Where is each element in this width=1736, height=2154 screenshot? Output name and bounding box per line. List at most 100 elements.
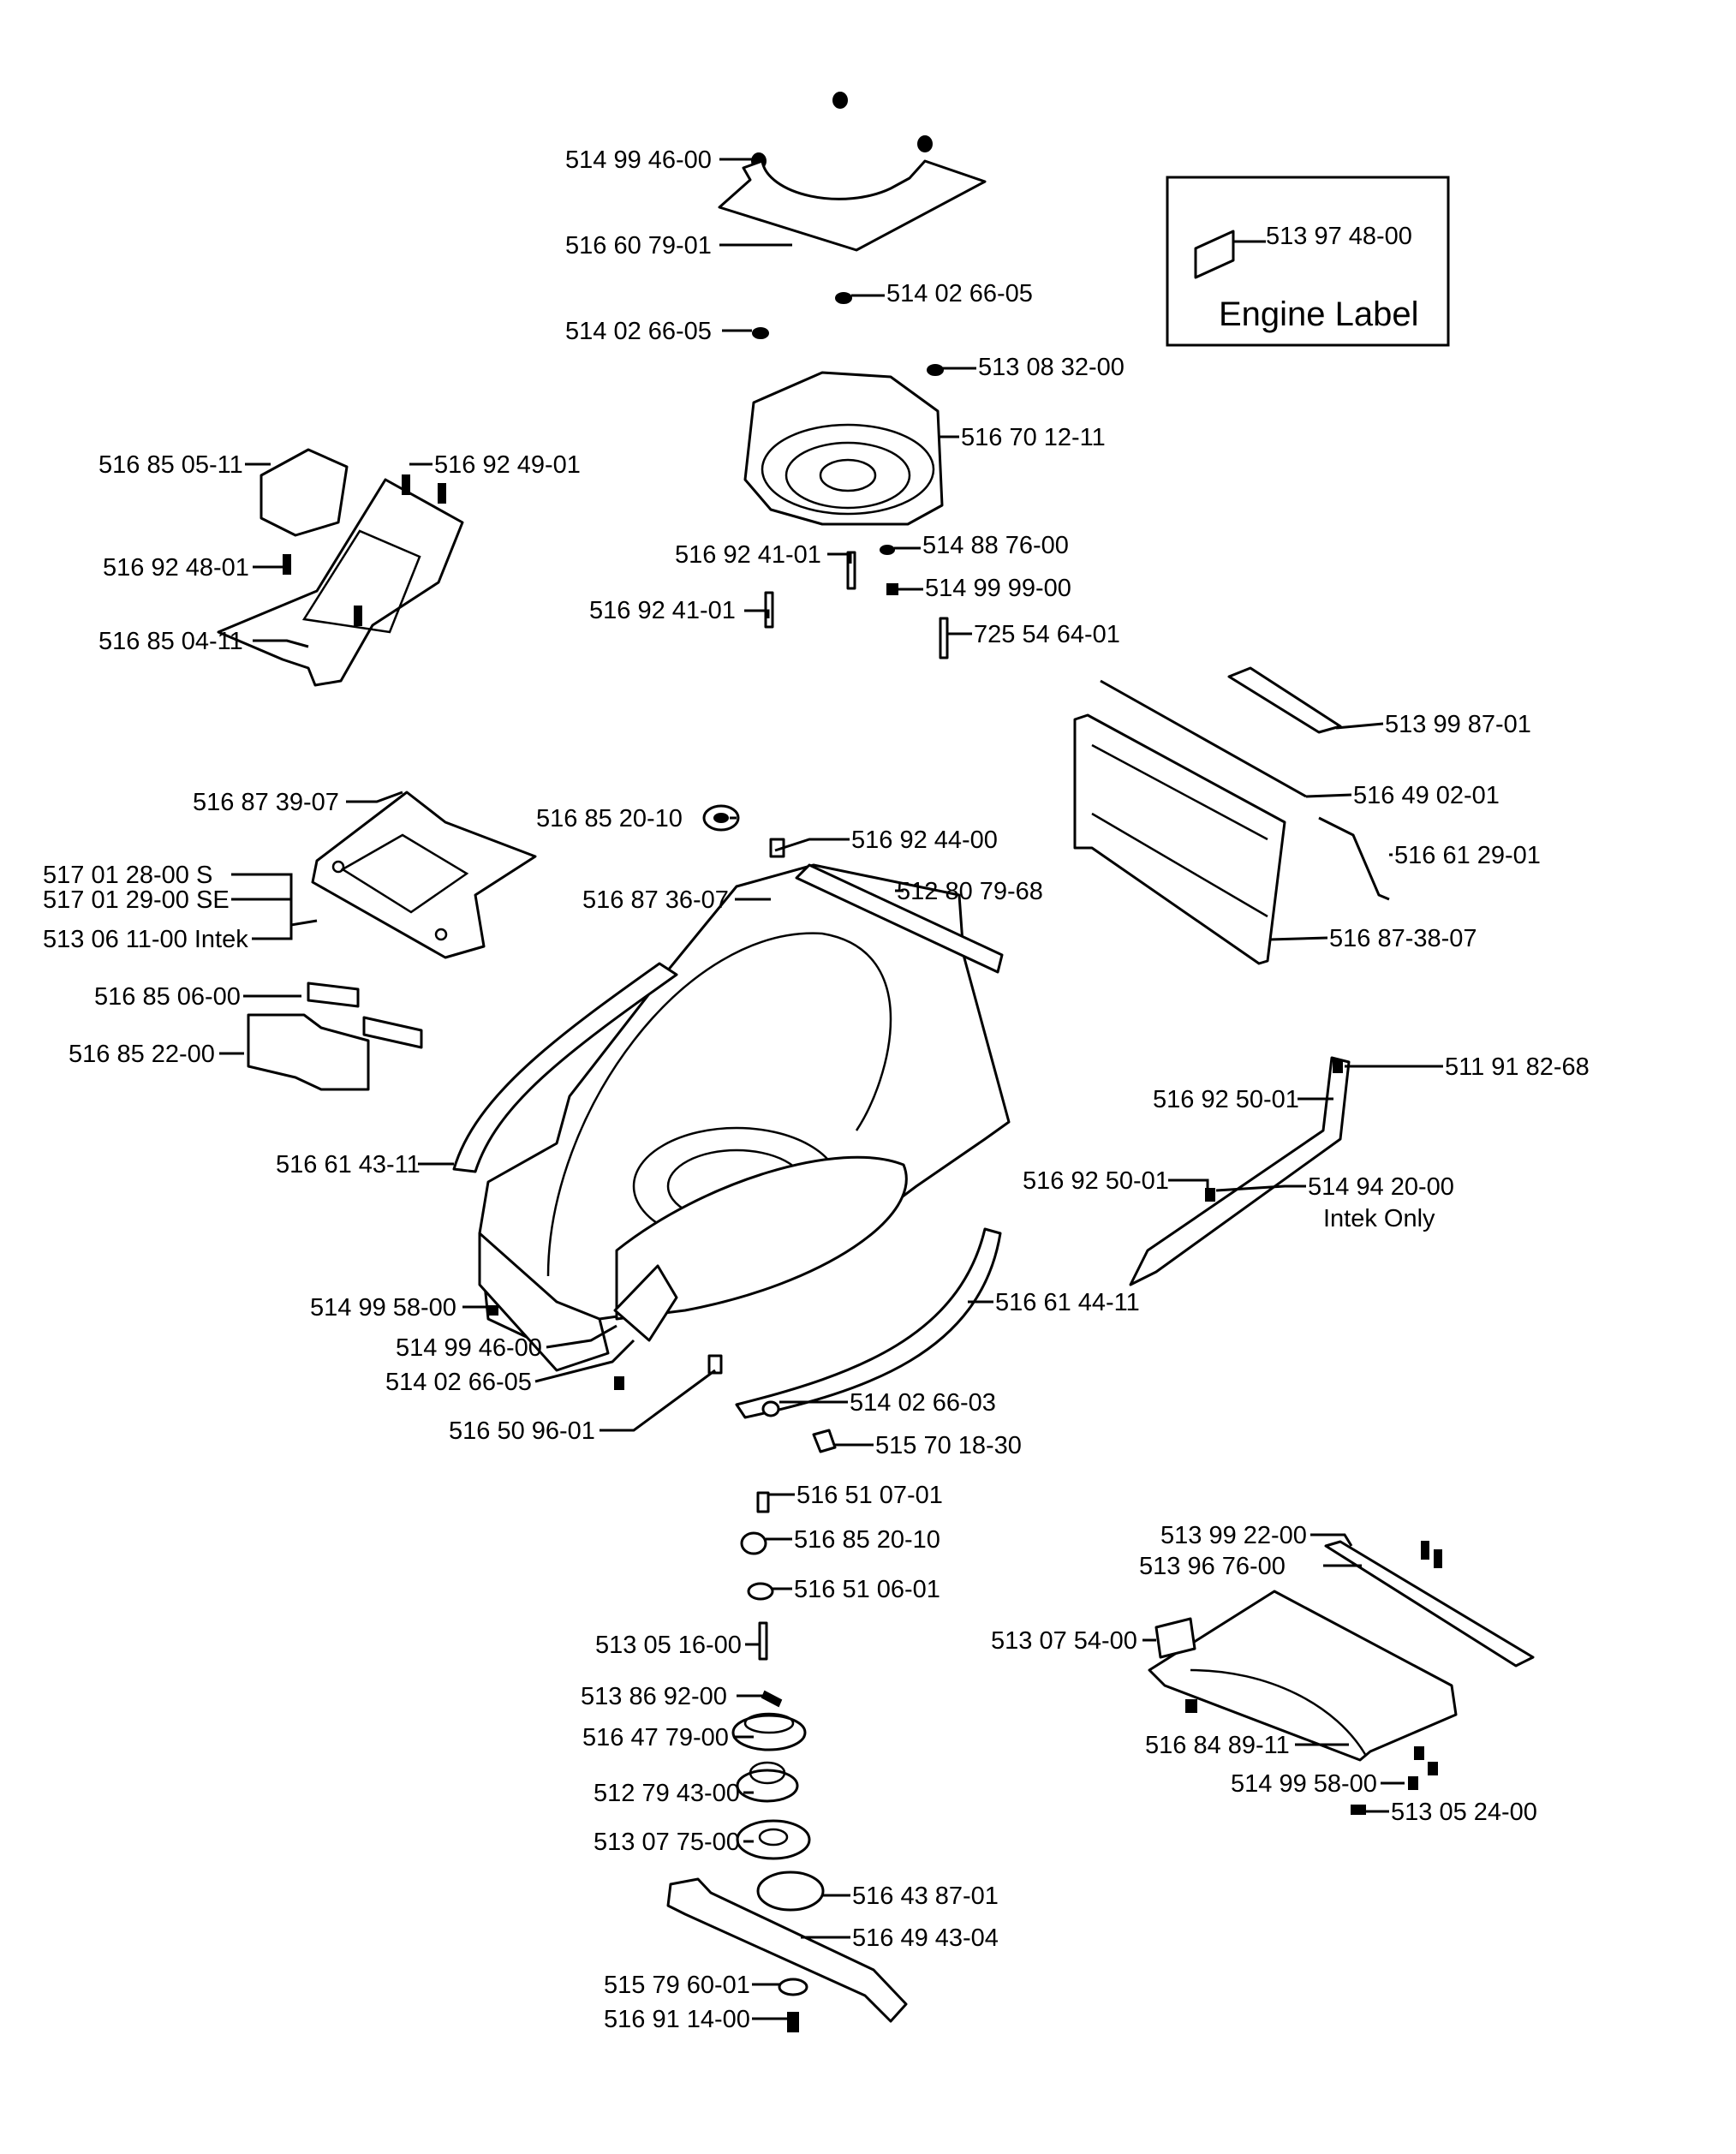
blade-stack (666, 1491, 908, 2032)
screw-icon (846, 551, 856, 590)
part-label: 516 87-38-07 (1329, 925, 1477, 952)
screw-icon (1333, 1059, 1343, 1073)
screw-icon (283, 554, 291, 575)
part-label: 516 61 44-11 (995, 1289, 1140, 1316)
part-label: 516 92 49-01 (434, 451, 581, 479)
bushing-icon (740, 1531, 767, 1555)
part-label: 512 79 43-00 (594, 1780, 740, 1807)
blade-icon (666, 1877, 908, 2023)
part-label: 514 88 76-00 (922, 532, 1069, 559)
front-arm-icon (735, 1227, 1002, 1419)
deck-body-icon (478, 863, 1011, 1355)
washer-icon (752, 327, 769, 339)
part-label: 516 51 06-01 (794, 1576, 940, 1603)
screw-icon (886, 583, 898, 595)
part-label: 516 92 41-01 (589, 597, 736, 624)
side-plate-icon (1148, 1590, 1458, 1762)
washer-icon (761, 1400, 780, 1417)
side-discharge (1148, 1540, 1535, 1815)
part-label: 514 02 66-05 (385, 1369, 532, 1396)
engine-label-box: 513 97 48-00 Engine Label (1166, 176, 1450, 347)
nut-icon (832, 92, 848, 109)
part-label: 516 49 02-01 (1353, 782, 1500, 809)
part-label: 515 79 60-01 (604, 1972, 750, 1999)
pin-icon (756, 1491, 770, 1513)
deck-front-icon (478, 1232, 610, 1372)
deck-bracket-icon (613, 1264, 678, 1342)
screw-icon (1351, 1805, 1366, 1815)
part-label: 514 02 66-05 (886, 280, 1033, 307)
top-plate-assembly (718, 92, 987, 376)
part-label: 514 99 58-00 (310, 1294, 456, 1322)
screw-icon (1205, 1188, 1215, 1202)
part-label: 516 70 12-11 (961, 424, 1106, 451)
part-label: 513 99 87-01 (1385, 711, 1531, 738)
part-label: 516 47 79-00 (582, 1724, 729, 1751)
part-label: 516 92 48-01 (103, 554, 249, 582)
part-label: 516 92 44-00 (851, 826, 998, 854)
mulch-plate-icon (311, 791, 537, 959)
grass-chute (217, 448, 464, 687)
part-label: 514 99 99-00 (925, 575, 1071, 602)
screw-icon (1421, 1541, 1429, 1560)
block-icon (362, 1016, 423, 1049)
engine-label-sticker-icon (1194, 230, 1235, 279)
screw-icon (438, 483, 446, 504)
flap-strip-icon (1227, 666, 1342, 734)
part-label: 516 51 07-01 (796, 1482, 943, 1509)
leader-lines (219, 158, 1443, 2020)
deck-hood-icon (615, 1155, 908, 1321)
screw-icon (488, 1305, 498, 1316)
block-icon (307, 982, 360, 1008)
fan-housing-icon (743, 371, 944, 526)
hub-icon (736, 1769, 799, 1803)
part-label: 514 02 66-05 (565, 318, 712, 345)
part-label: 516 91 14-00 (604, 2006, 750, 2033)
part-label: 516 85 20-10 (536, 805, 683, 832)
pin-icon (707, 1354, 723, 1375)
part-label: 516 92 50-01 (1153, 1086, 1299, 1113)
part-label: 513 05 24-00 (1391, 1799, 1537, 1826)
part-label: 513 07 75-00 (594, 1829, 740, 1856)
part-label: 516 87 36-07 (582, 886, 729, 914)
engine-label-part-number: 513 97 48-00 (1266, 223, 1412, 250)
part-label: Intek Only (1323, 1205, 1435, 1232)
screw-icon (354, 606, 362, 626)
chute-cap-icon (260, 448, 349, 537)
screw-icon (1434, 1549, 1442, 1568)
part-label: 513 99 22-00 (1160, 1522, 1307, 1549)
screw-icon (1185, 1699, 1197, 1713)
part-label: 516 84 89-11 (1145, 1732, 1290, 1759)
chute-plate-icon (217, 478, 464, 687)
fan-housing (743, 371, 949, 659)
nut-icon (917, 135, 933, 152)
mower-deck (478, 804, 1011, 1372)
part-labels: 514 99 46-00 516 60 79-01 514 02 66-05 5… (43, 146, 1590, 2033)
bolt-icon (812, 1429, 837, 1453)
bracket-icon (1154, 1617, 1196, 1659)
part-label: 513 05 16-00 (595, 1632, 742, 1659)
mulch-plug (247, 791, 537, 1091)
part-label: 516 61 43-11 (276, 1151, 421, 1178)
washer-icon (778, 1978, 808, 1996)
deck-rail-icon (795, 863, 1004, 974)
rear-arm-left-icon (452, 962, 678, 1173)
screw-icon (1414, 1746, 1424, 1760)
part-label: 513 86 92-00 (581, 1683, 727, 1710)
part-label: 516 50 96-01 (449, 1417, 595, 1445)
side-rail-icon (1324, 1540, 1535, 1668)
blade-disk-icon (756, 1871, 825, 1912)
part-label: 514 99 46-00 (565, 146, 712, 174)
key-icon (761, 1690, 783, 1708)
part-label: 513 06 11-00 Intek (43, 926, 248, 953)
part-label: 516 61 29-01 (1394, 842, 1541, 869)
part-label: 513 08 32-00 (978, 354, 1125, 381)
part-label: 514 94 20-00 (1308, 1173, 1454, 1201)
part-label: 516 85 22-00 (69, 1041, 215, 1068)
rear-flap (1073, 666, 1390, 965)
screw-icon (939, 617, 949, 659)
weight-block-icon (247, 1013, 370, 1091)
part-label: 517 01 28-00 S (43, 862, 212, 889)
part-label: 512 80 79-68 (897, 878, 1043, 905)
